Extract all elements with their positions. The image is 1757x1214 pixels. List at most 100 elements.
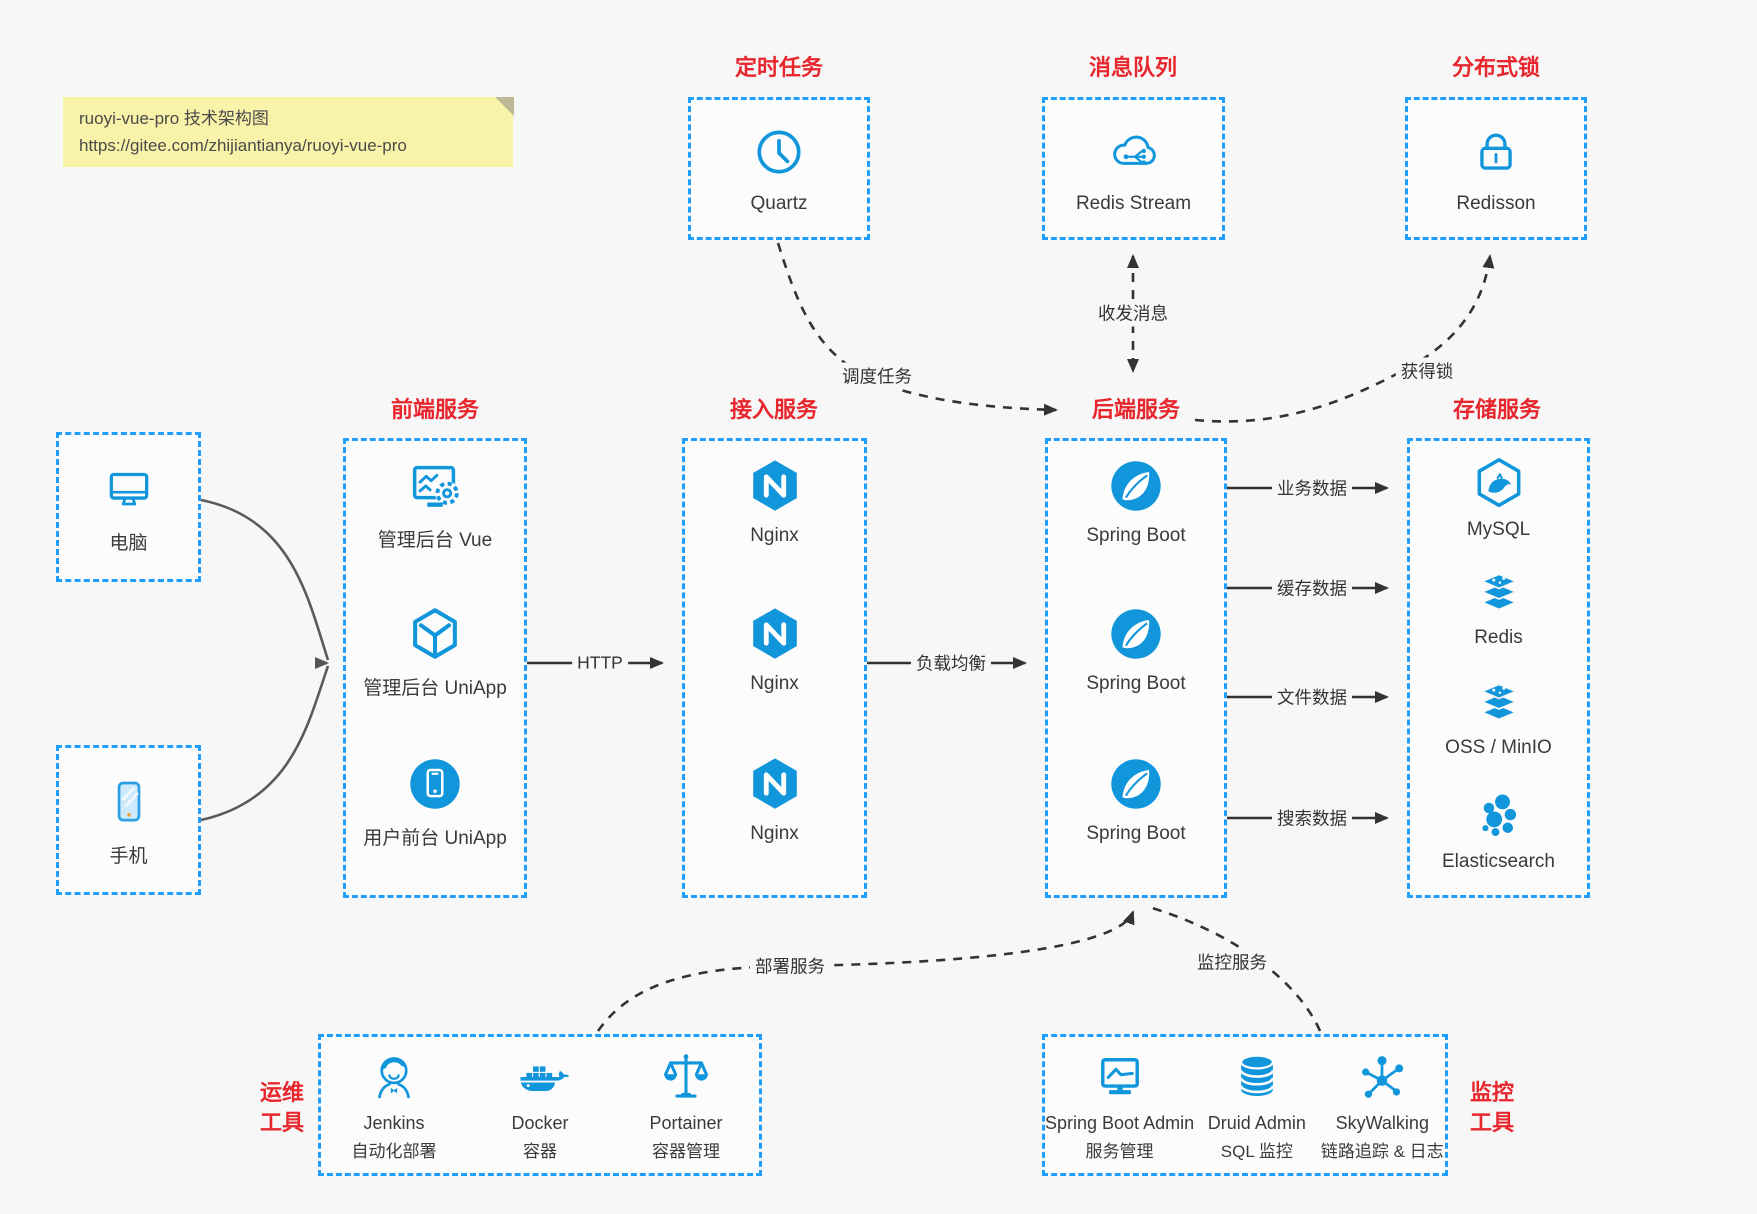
node-nginx-2: Nginx [685,603,864,695]
skywalking-icon [1353,1048,1411,1106]
nginx-icon [744,603,806,665]
frontend-services-box: 管理后台 Vue 管理后台 UniApp 用户前台 UniApp [343,438,527,898]
node-label: Spring Boot [1086,673,1186,694]
client-merge-curves [200,498,330,822]
tool-desc: 链路追踪 & 日志 [1320,1142,1444,1161]
node-admin-vue: 管理后台 Vue [346,455,524,552]
clock-icon [749,123,809,183]
devops-tools-box: Jenkins 自动化部署 Docker 容器 Portainer 容器管理 [318,1034,762,1176]
spring-boot-admin-icon [1091,1048,1149,1106]
node-redis-stream: Redis Stream [1045,100,1222,237]
tool-desc: SQL 监控 [1220,1142,1293,1161]
node-oss-minio: OSS / MinIO [1410,673,1587,759]
node-label: MySQL [1466,519,1531,540]
tool-desc: 容器 [523,1142,557,1161]
jenkins-icon [365,1048,423,1106]
note-title: ruoyi-vue-pro 技术架构图 [79,109,269,128]
storage-services-box: MySQL Redis OSS / MinIO Elasticsearch [1407,438,1590,898]
druid-icon [1228,1048,1286,1106]
spring-boot-icon [1105,753,1167,815]
node-jenkins: Jenkins 自动化部署 [321,1048,467,1162]
edge-label-cache-data: 缓存数据 [1272,574,1352,602]
oss-stack-icon [1471,673,1527,729]
edge-label-schedule-task: 调度任务 [837,362,917,390]
edge-label-acquire-lock: 获得锁 [1395,357,1459,385]
note-url: https://gitee.com/zhijiantianya/ruoyi-vu… [79,136,407,156]
node-portainer: Portainer 容器管理 [613,1048,759,1162]
node-label: 电脑 [109,532,148,554]
user-app-icon [404,753,466,815]
edge-label-business-data: 业务数据 [1272,474,1352,502]
node-label: 管理后台 UniApp [363,678,507,699]
node-computer: 电脑 [59,435,198,579]
node-quartz: Quartz [691,100,867,237]
node-user-uniapp: 用户前台 UniApp [346,753,524,850]
edge-label-load-balance: 负载均衡 [911,649,991,677]
node-spring-boot-1: Spring Boot [1048,455,1224,547]
node-label: Nginx [750,673,799,694]
desktop-icon [100,460,158,518]
node-admin-uniapp: 管理后台 UniApp [346,603,524,700]
node-label: 手机 [109,845,148,867]
tool-name: Jenkins [363,1113,425,1133]
node-spring-boot-2: Spring Boot [1048,603,1224,695]
node-label: 用户前台 UniApp [363,828,507,849]
group-title-frontend: 前端服务 [390,397,480,422]
uniapp-cube-icon [404,603,466,665]
message-queue-box: Redis Stream [1042,97,1225,240]
group-title-devops-tools: 运维 工具 [259,1080,304,1135]
padlock-icon [1466,123,1526,183]
edge-label-file-data: 文件数据 [1272,683,1352,711]
node-nginx-3: Nginx [685,753,864,845]
node-elasticsearch: Elasticsearch [1410,787,1587,873]
node-label: Spring Boot [1086,525,1186,546]
node-label: Nginx [750,823,799,844]
group-title-backend: 后端服务 [1091,397,1181,422]
node-spring-boot-admin: Spring Boot Admin 服务管理 [1045,1048,1194,1162]
node-redisson: Redisson [1408,100,1584,237]
node-mysql: MySQL [1410,455,1587,541]
client-phone-box: 手机 [56,745,201,895]
group-title-monitoring-tools: 监控 工具 [1469,1080,1514,1135]
node-label: Redis Stream [1075,192,1192,214]
distributed-lock-box: Redisson [1405,97,1587,240]
scheduled-task-box: Quartz [688,97,870,240]
smartphone-icon [100,773,158,831]
elasticsearch-icon [1471,787,1527,843]
docker-icon [511,1048,569,1106]
sticky-note: ruoyi-vue-pro 技术架构图 https://gitee.com/zh… [63,97,513,168]
tool-desc: 容器管理 [652,1142,720,1161]
node-skywalking: SkyWalking 链路追踪 & 日志 [1320,1048,1445,1162]
tool-name: Portainer [649,1113,723,1133]
nginx-icon [744,753,806,815]
node-label: OSS / MinIO [1445,737,1552,758]
node-redis: Redis [1410,563,1587,649]
node-label: 管理后台 Vue [377,530,493,551]
monitoring-tools-box: Spring Boot Admin 服务管理 Druid Admin SQL 监… [1042,1034,1448,1176]
group-title-scheduled-tasks: 定时任务 [734,55,824,80]
cloud-stream-icon [1104,123,1164,183]
node-docker: Docker 容器 [467,1048,613,1162]
backend-services-box: Spring Boot Spring Boot Spring Boot [1045,438,1227,898]
node-label: Quartz [750,192,808,214]
node-label: Redis [1474,627,1523,648]
edge-label-monitor-service: 监控服务 [1192,948,1272,976]
tool-name: SkyWalking [1335,1113,1429,1133]
node-phone: 手机 [59,748,198,892]
node-spring-boot-3: Spring Boot [1048,753,1224,845]
group-title-gateway: 接入服务 [729,397,819,422]
node-label: Nginx [750,525,799,546]
edge-label-deploy-service: 部署服务 [750,952,830,980]
node-label: Spring Boot [1086,823,1186,844]
node-label: Elasticsearch [1442,851,1555,872]
nginx-icon [744,455,806,517]
node-druid-admin: Druid Admin SQL 监控 [1194,1048,1319,1162]
client-computer-box: 电脑 [56,432,201,582]
edge-label-http: HTTP [572,651,628,675]
tool-name: Docker [511,1113,569,1133]
node-nginx-1: Nginx [685,455,864,547]
redis-stack-icon [1471,563,1527,619]
portainer-icon [657,1048,715,1106]
group-title-message-queue: 消息队列 [1088,55,1178,80]
